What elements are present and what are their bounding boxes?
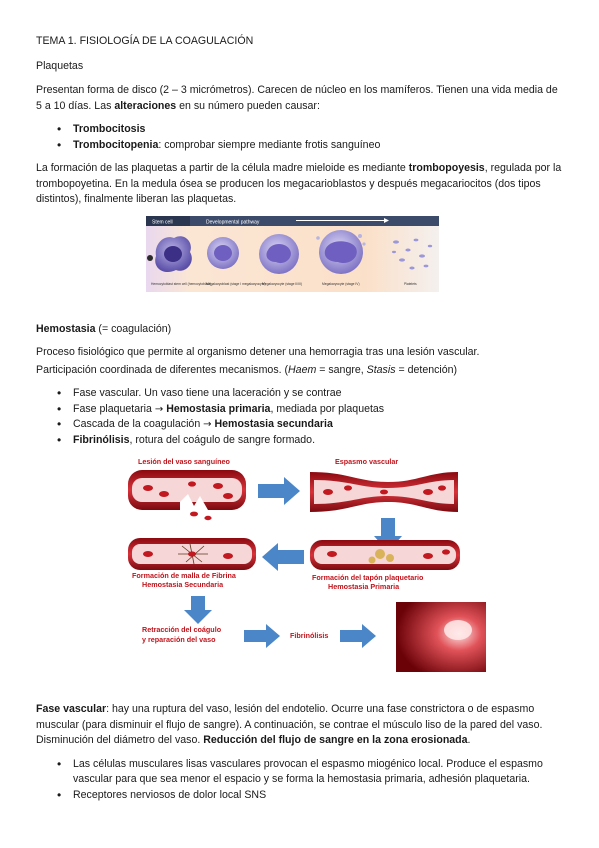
document-title: TEMA 1. FISIOLOGÍA DE LA COAGULACIÓN bbox=[36, 35, 254, 47]
vascular-phase-paragraph: Fase vascular: hay una ruptura del vaso,… bbox=[36, 703, 543, 746]
arrow-down-icon bbox=[184, 596, 212, 624]
platelet-disorders-list: Trombocitosis Trombocitopenia: comprobar… bbox=[36, 122, 564, 153]
label-vascular-spasm: Espasmo vascular bbox=[335, 457, 398, 466]
label-vessel-repair: y reparación del vaso bbox=[142, 635, 216, 644]
right-arrow-icon: → bbox=[154, 403, 164, 415]
caption-megakaryoblast: Megakaryoblast (stage I megakaryocyte) bbox=[206, 282, 266, 286]
list-item: Fase vascular. Un vaso tiene una lacerac… bbox=[57, 386, 564, 402]
label-secondary-hemostasis: Hemostasia Secundaria bbox=[142, 580, 224, 589]
caption-megakaryocyte: Megakaryocyte (stage II/III) bbox=[262, 282, 302, 286]
thrombopoiesis-paragraph: La formación de las plaquetas a partir d… bbox=[36, 162, 562, 205]
arrow-right-icon bbox=[244, 624, 280, 648]
stem-cell-label: Stem cell bbox=[152, 219, 173, 225]
list-item: Trombocitopenia: comprobar siempre media… bbox=[57, 138, 564, 154]
megakaryocyte-development-figure: Stem cell Developmental pathway bbox=[146, 215, 439, 292]
label-fibrin-mesh: Formación de malla de Fibrina bbox=[132, 571, 237, 580]
list-item: Fibrinólisis, rotura del coágulo de sang… bbox=[57, 433, 564, 449]
label-vessel-injury: Lesión del vaso sanguíneo bbox=[138, 457, 230, 466]
arrow-right-icon bbox=[258, 477, 300, 505]
label-primary-hemostasis: Hemostasia Primaria bbox=[328, 582, 400, 591]
hemostasis-phases-list: Fase vascular. Un vaso tiene una lacerac… bbox=[36, 386, 564, 448]
vessel-lumen-image bbox=[396, 602, 486, 672]
arrow-right-icon bbox=[340, 624, 376, 648]
pathway-label: Developmental pathway bbox=[206, 219, 260, 225]
caption-stem: Hemocytoblast stem cell (hemocytoblast) bbox=[151, 282, 211, 286]
hemostasis-heading: Hemostasia (= coagulación) bbox=[36, 322, 172, 335]
hemostasis-mechanisms: Participación coordinada de diferentes m… bbox=[36, 363, 458, 376]
list-item: Trombocitosis bbox=[57, 122, 564, 138]
vessel-spasm-image bbox=[310, 472, 458, 512]
list-item: Cascada de la coagulación → Hemostasia s… bbox=[57, 417, 564, 433]
arrow-left-icon bbox=[262, 543, 304, 571]
vascular-phase-list: Las células musculares lisas vasculares … bbox=[36, 757, 564, 804]
label-platelet-plug: Formación del tapón plaquetario bbox=[312, 573, 424, 582]
caption-platelets: Platelets bbox=[404, 282, 417, 286]
label-clot-retraction: Retracción del coágulo bbox=[142, 625, 222, 634]
hemostasis-definition: Proceso fisiológico que permite al organ… bbox=[36, 346, 480, 358]
vessel-injury-image bbox=[128, 470, 246, 521]
caption-megakaryocyte-4: Megakaryocyte (stage IV) bbox=[322, 282, 360, 286]
vessel-fibrin-mesh-image bbox=[128, 538, 256, 570]
list-item: Receptores nerviosos de dolor local SNS bbox=[57, 788, 564, 804]
section-heading-platelets: Plaquetas bbox=[36, 59, 84, 72]
list-item: Fase plaquetaria → Hemostasia primaria, … bbox=[57, 402, 564, 418]
label-fibrinolysis: Fibrinólisis bbox=[290, 631, 328, 640]
list-item: Las células musculares lisas vasculares … bbox=[57, 757, 564, 788]
document-page: TEMA 1. FISIOLOGÍA DE LA COAGULACIÓN Pla… bbox=[36, 34, 564, 811]
hemostasis-flow-figure: Lesión del vaso sanguíneo Espasmo vascul… bbox=[128, 454, 488, 688]
vessel-platelet-plug-image bbox=[310, 540, 460, 570]
platelets-intro: Presentan forma de disco (2 – 3 micrómet… bbox=[36, 84, 558, 112]
platelets-cluster bbox=[392, 238, 433, 269]
right-arrow-icon: → bbox=[203, 419, 212, 430]
